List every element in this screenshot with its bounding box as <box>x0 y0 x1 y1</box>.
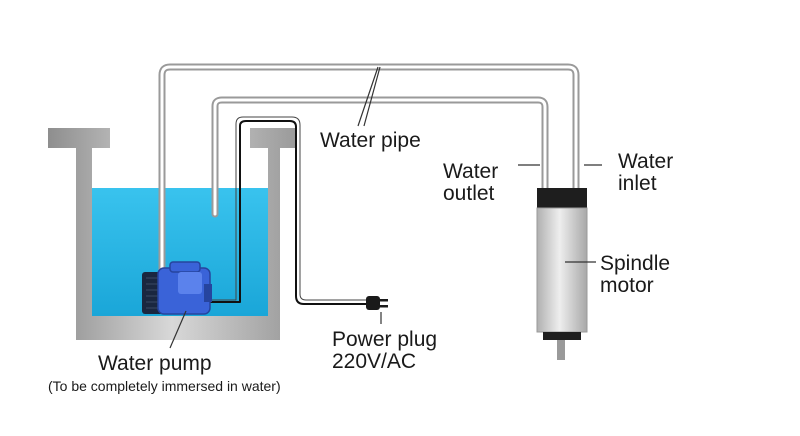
tank-wall <box>48 128 296 340</box>
water-inlet-line2: inlet <box>618 172 657 195</box>
spindle-motor-line1: Spindle <box>600 252 670 275</box>
water-inlet-label: Water inlet <box>618 150 679 195</box>
spindle-motor-line2: motor <box>600 274 654 297</box>
spindle-motor <box>536 188 588 360</box>
power-cable <box>206 116 366 305</box>
water-outlet-label: Water outlet <box>443 160 504 205</box>
water-pipes <box>158 63 580 276</box>
power-plug-line1: Power plug <box>332 328 437 351</box>
pump-note: (To be completely immersed in water) <box>48 378 281 394</box>
water-inlet-line1: Water <box>618 150 673 173</box>
water-pump-label: Water pump <box>98 352 212 375</box>
power-plug-label: Power plug 220V/AC <box>332 328 443 373</box>
spindle-motor-label: Spindle motor <box>600 252 676 297</box>
water-outlet-line1: Water <box>443 160 498 183</box>
water-pump <box>142 261 212 315</box>
water-pipe-label: Water pipe <box>320 129 421 152</box>
power-plug-icon <box>366 296 388 310</box>
water-outlet-line2: outlet <box>443 182 495 205</box>
leader-lines <box>169 66 602 349</box>
power-plug-line2: 220V/AC <box>332 350 416 373</box>
